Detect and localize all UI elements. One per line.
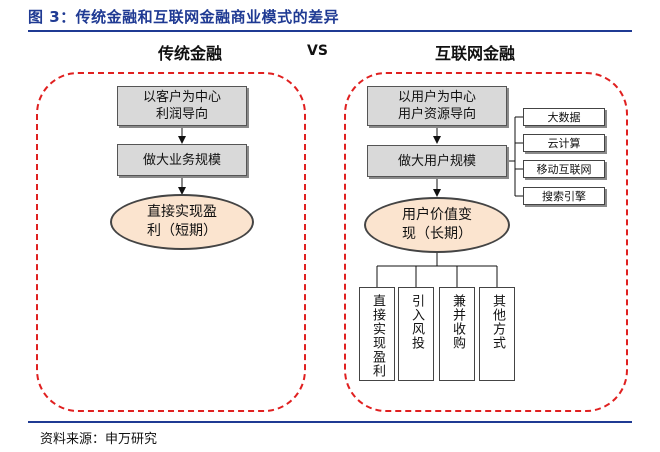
left-scale-box: 做大业务规模 — [117, 144, 247, 176]
figure-title: 图 3：传统金融和互联网金融商业模式的差异 — [28, 8, 340, 26]
right-result-oval: 用户价值变 现（长期） — [364, 197, 510, 253]
channel-other: 其他方式 — [479, 287, 515, 381]
channel-direct-profit: 直接实现盈利 — [359, 287, 395, 381]
title-rule — [28, 30, 632, 32]
tag-mobile-internet: 移动互联网 — [523, 160, 605, 178]
channel-venture-capital: 引入风投 — [398, 287, 434, 381]
channel-venture-capital-label: 引入风投 — [409, 294, 424, 350]
left-result-oval: 直接实现盈 利（短期） — [110, 194, 254, 250]
right-scale-box: 做大用户规模 — [367, 145, 507, 177]
left-heading: 传统金融 — [157, 44, 222, 63]
tag-search-engine: 搜索引擎 — [523, 187, 605, 205]
left-frame — [36, 72, 306, 412]
left-customer-centric-box: 以客户为中心 利润导向 — [117, 86, 247, 126]
tag-cloud-computing: 云计算 — [523, 134, 605, 152]
channel-mergers-label: 兼并收购 — [450, 294, 465, 350]
right-user-centric-box: 以用户为中心 用户资源导向 — [367, 86, 507, 126]
vs-label: VS — [307, 43, 328, 59]
channel-mergers: 兼并收购 — [439, 287, 475, 381]
source-note: 资料来源：申万研究 — [40, 432, 158, 447]
source-rule — [28, 421, 632, 423]
tag-big-data: 大数据 — [523, 108, 605, 126]
right-frame — [344, 72, 628, 412]
right-heading: 互联网金融 — [434, 44, 515, 63]
channel-direct-profit-label: 直接实现盈利 — [370, 294, 385, 378]
channel-other-label: 其他方式 — [490, 294, 505, 350]
